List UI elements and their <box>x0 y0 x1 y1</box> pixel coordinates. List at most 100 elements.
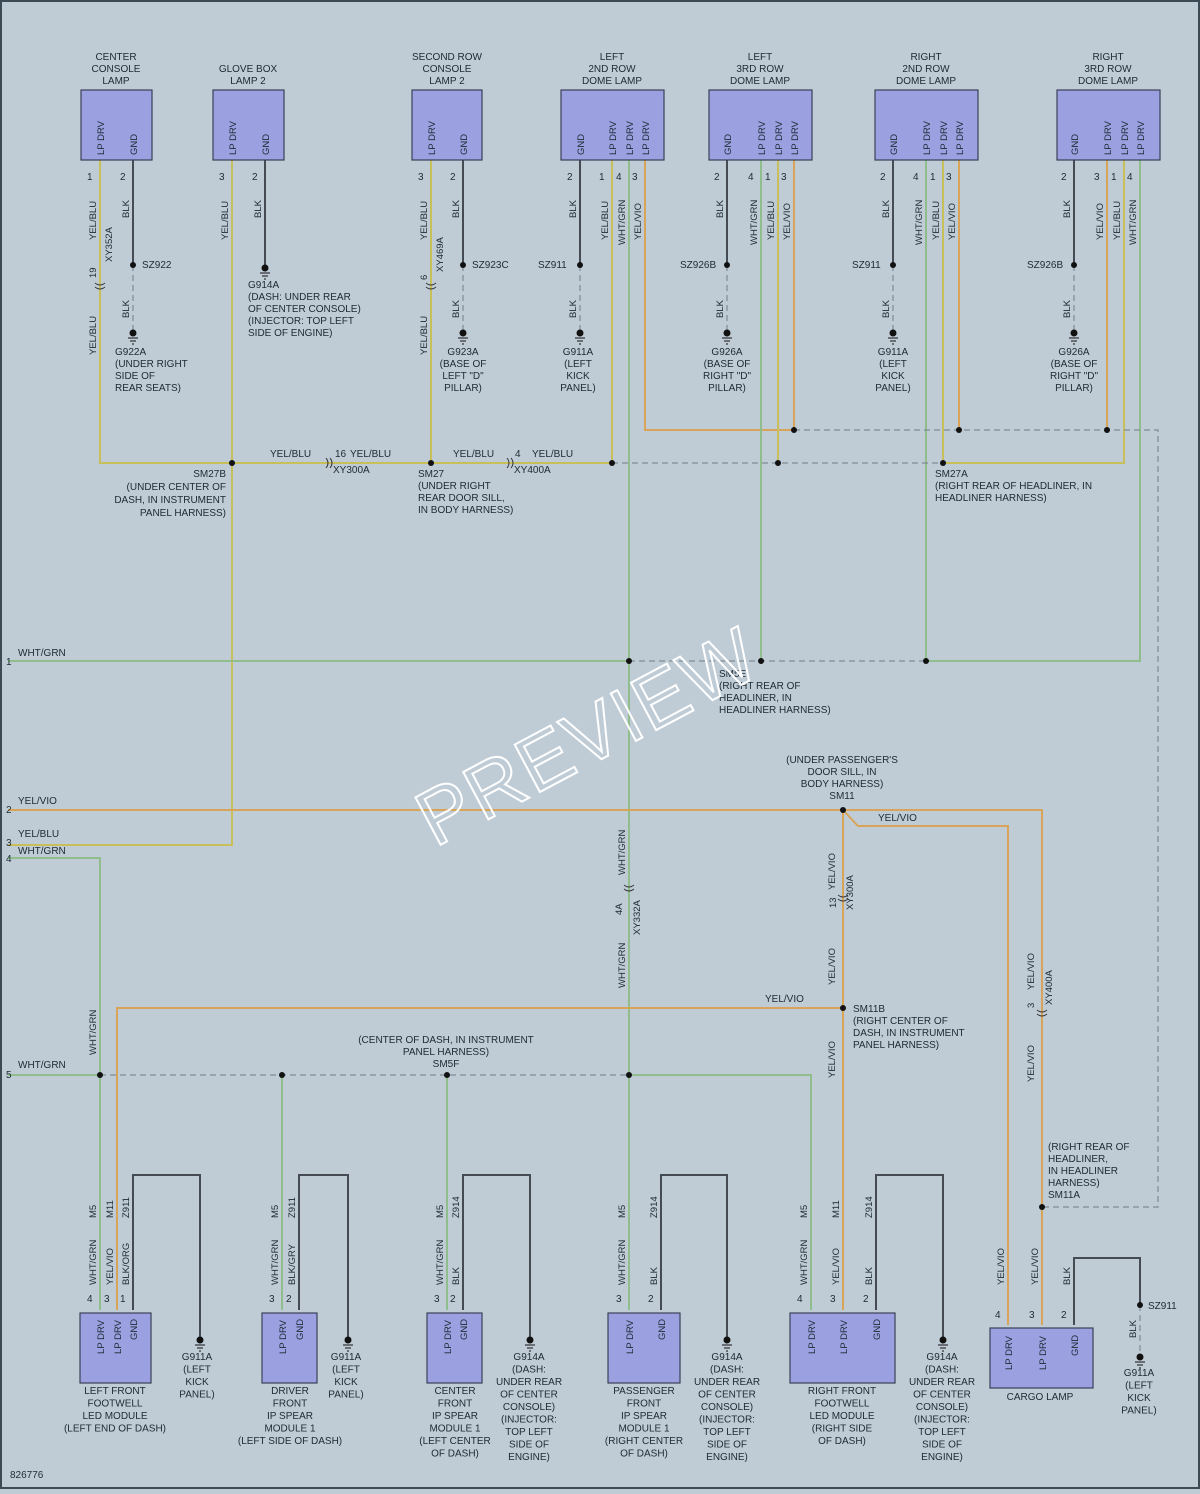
text-line: SM27A <box>935 469 968 480</box>
text-line: SIDE OF <box>922 1440 962 1451</box>
pin-number: 4 <box>797 1294 803 1305</box>
text-line: DASH, IN INSTRUMENT <box>114 495 226 506</box>
wire-label: BLK <box>253 199 264 218</box>
text-line: RIGHT <box>1092 52 1123 63</box>
pin-number: 2 <box>120 172 126 183</box>
circuit-label: Z911 <box>121 1197 132 1218</box>
text-line: (LEFT <box>332 1365 360 1376</box>
pin-label: LP DRV <box>625 120 636 155</box>
component-boxes <box>79 89 1161 1389</box>
text-line: LED MODULE <box>809 1411 874 1422</box>
wire-label: BLK <box>451 299 462 318</box>
wire-label: YEL/VIO <box>105 1248 116 1285</box>
left-front-footwell-box[interactable] <box>79 1312 152 1384</box>
text-line: FOOTWELL <box>814 1399 869 1410</box>
connector-label: XY352A <box>104 226 115 262</box>
text-line: IN BODY HARNESS) <box>418 505 513 516</box>
glove-box-lamp-box[interactable] <box>212 89 285 161</box>
text-line: FRONT <box>627 1399 661 1410</box>
text-line: GLOVE BOX <box>219 64 278 75</box>
pin-label: GND <box>723 134 734 155</box>
text-line: CONSOLE <box>423 64 472 75</box>
circuit-label: M5 <box>270 1205 281 1218</box>
input-number: 1 <box>6 657 12 668</box>
pin-number: 1 <box>599 172 605 183</box>
text-line: MODULE 1 <box>618 1424 670 1435</box>
center-console-lamp-box[interactable] <box>80 89 153 161</box>
text-line: 3RD ROW <box>736 64 784 75</box>
pin-number: 3 <box>434 1294 440 1305</box>
text-line: CENTER <box>434 1386 475 1397</box>
wire-label: BLK <box>568 199 579 218</box>
text-line: IP SPEAR <box>621 1411 667 1422</box>
wire-label: YEL/BLU <box>270 449 311 460</box>
preview-watermark: PREVIEW <box>402 610 773 863</box>
pin-number: 1 <box>120 1294 126 1305</box>
text-line: LAMP 2 <box>429 76 465 87</box>
second-row-console-lamp-box[interactable] <box>411 89 483 161</box>
text-line: 2ND ROW <box>588 64 636 75</box>
left-2nd-row-dome-lamp-box[interactable] <box>560 89 665 161</box>
left-3rd-row-dome-lamp-box[interactable] <box>708 89 813 161</box>
text-line: UNDER REAR <box>694 1377 760 1388</box>
cargo-lamp-box[interactable] <box>989 1327 1094 1389</box>
wire-label: WHT/GRN <box>617 1239 628 1285</box>
wire-label: YEL/VIO <box>827 948 838 985</box>
text-line: (DASH: UNDER REAR <box>248 292 351 303</box>
wire-label: WHT/GRN <box>1128 199 1139 245</box>
pin-label: LP DRV <box>1136 120 1147 155</box>
wire-label: BLK <box>451 1266 462 1285</box>
wire-label: BLK <box>649 1266 660 1285</box>
wire-label: YEL/VIO <box>765 994 804 1005</box>
pin-number: 4 <box>748 172 754 183</box>
wire-label: BLK <box>881 199 892 218</box>
text-line: (RIGHT REAR OF <box>719 681 800 692</box>
pin-number: 2 <box>1061 1310 1067 1321</box>
pin-label: GND <box>129 134 140 155</box>
text-line: SM27 <box>418 469 445 480</box>
center-ip-spear-box[interactable] <box>426 1312 483 1384</box>
right-front-footwell-box[interactable] <box>789 1312 896 1384</box>
wire-num: 6 <box>419 275 430 280</box>
text-line: SM11A <box>1048 1190 1080 1201</box>
text-line: DOME LAMP <box>896 76 956 87</box>
wire-label: BLK <box>451 199 462 218</box>
pin-number: 1 <box>87 172 93 183</box>
circuit-label: M5 <box>799 1205 810 1218</box>
text-line: PANEL HARNESS) <box>853 1040 939 1051</box>
pin-number: 3 <box>219 172 225 183</box>
circuit-label: M5 <box>435 1205 446 1218</box>
text-line: (DASH: <box>710 1365 744 1376</box>
driver-ip-spear-box[interactable] <box>261 1312 318 1384</box>
text-line: ENGINE) <box>508 1452 550 1463</box>
pin-label: GND <box>576 134 587 155</box>
text-line: SM11 <box>829 791 855 802</box>
text-line: ENGINE) <box>706 1452 748 1463</box>
wire-label: BLK <box>715 199 726 218</box>
wire-label: YEL/BLU <box>1112 201 1123 240</box>
pin-number: 2 <box>880 172 886 183</box>
text-line: CONSOLE <box>92 64 141 75</box>
text-line: (UNDER CENTER OF <box>127 482 226 493</box>
connector-label: XY300A <box>333 465 370 476</box>
wire-label: BLK <box>1062 1266 1073 1285</box>
text-line: BODY HARNESS) <box>801 779 884 790</box>
text-line: TOP LEFT <box>505 1427 552 1438</box>
right-2nd-row-dome-lamp-box[interactable] <box>874 89 979 161</box>
passenger-ip-spear-box[interactable] <box>607 1312 681 1384</box>
wire-label: YEL/BLU <box>88 316 99 355</box>
text-line: SM5F <box>433 1059 460 1070</box>
text-line: (INJECTOR: <box>501 1415 557 1426</box>
text-line: PANEL HARNESS) <box>403 1047 489 1058</box>
text-line: IP SPEAR <box>432 1411 478 1422</box>
text-line: CONSOLE) <box>701 1402 753 1413</box>
pin-label: GND <box>1070 134 1081 155</box>
right-3rd-row-dome-lamp-box[interactable] <box>1056 89 1161 161</box>
